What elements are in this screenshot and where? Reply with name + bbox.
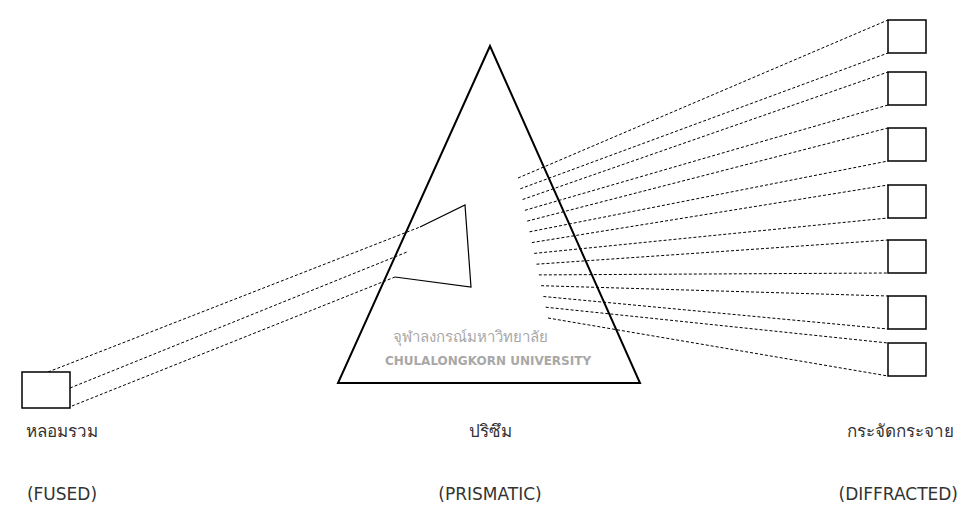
watermark: จุฬาลงกรณ์มหาวิทยาลัย bbox=[393, 328, 548, 348]
stage-label: (DIFFRACTED) bbox=[839, 483, 958, 505]
stage-label: (PRISMATIC) bbox=[438, 483, 541, 505]
stage-label: ปริซึม bbox=[469, 420, 512, 442]
watermark: CHULALONGKORN UNIVERSITY bbox=[385, 354, 591, 370]
stage-label: หลอมรวม bbox=[26, 420, 98, 442]
stage-label: กระจัดกระจาย bbox=[847, 420, 954, 442]
stage-label: (FUSED) bbox=[27, 483, 97, 505]
